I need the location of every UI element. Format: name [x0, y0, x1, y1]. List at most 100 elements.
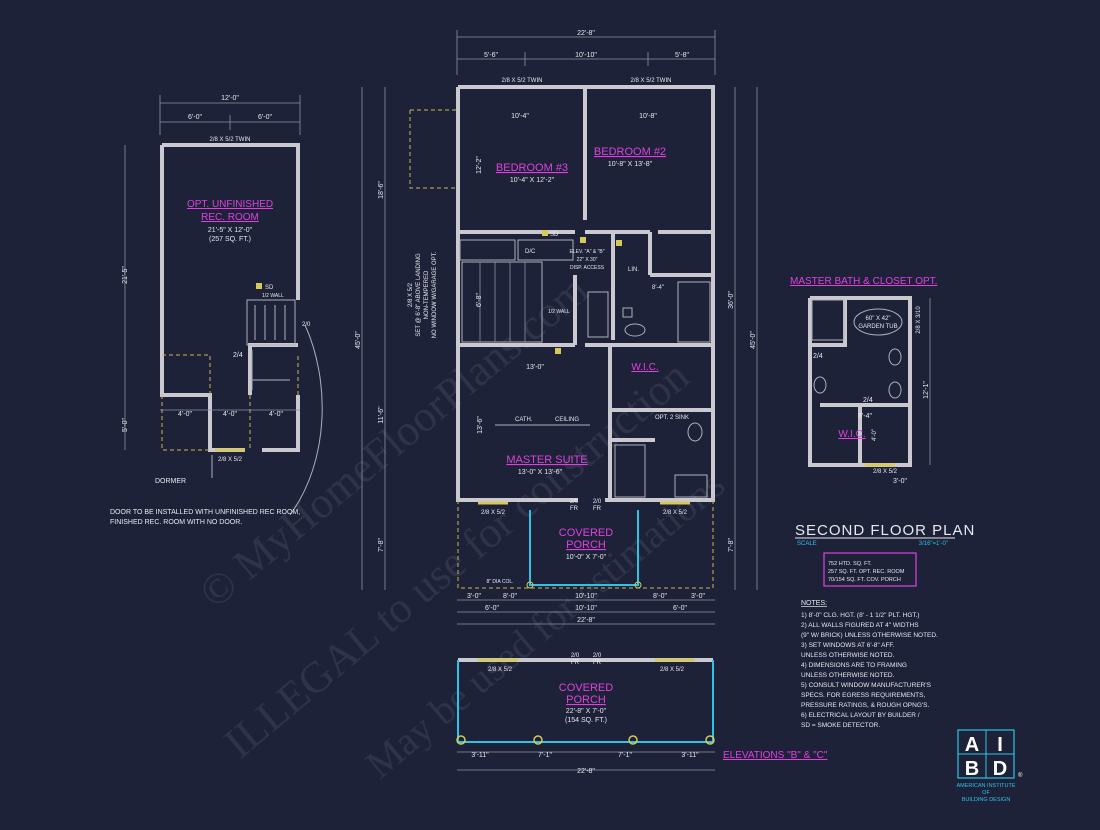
logo-letter-a: A [965, 734, 979, 756]
note-line: 4) DIMENSIONS ARE TO FRAMING [801, 662, 907, 669]
lp-fr-label-2: FR [593, 660, 602, 666]
lp-d1: 3'-11" [471, 752, 489, 759]
logo-letter-b: B [965, 758, 979, 780]
main-floor-plan: 22'-8" 5'-6" 10'-10" 5'-8" 2/8 X 5/2 TWI… [355, 30, 758, 625]
note-line: UNLESS OTHERWISE NOTED. [801, 672, 895, 679]
aibd-logo: A I B D ® AMERICAN INSTITUTE OF BUILDING… [957, 729, 1023, 803]
porch-win-right: 2/8 X 5/2 [663, 510, 688, 516]
bot-dim-f: 6'-0" [485, 605, 499, 612]
dim-6-8: 6'-8" [476, 293, 483, 307]
bath-window: 2/8 X 3/10 [916, 306, 922, 334]
bedroom-2-name: BEDROOM #2 [594, 146, 666, 158]
dim-45: 45'-0" [355, 331, 362, 349]
bath-dim-3-0: 3'-0" [893, 478, 907, 485]
dim-7-8-right: 7'-8" [728, 538, 735, 552]
logo-reg: ® [1018, 772, 1023, 779]
watermark-1: © MyHomeFloorPlans.com [190, 265, 597, 618]
rec-room-dims: 21'-5" X 12'-0" [208, 227, 253, 234]
bath-door-a: 2/4 [813, 353, 823, 360]
scale-value: 3/16"=1'-0" [919, 541, 948, 547]
lp-win-a: 2/8 X 5/2 [488, 667, 513, 673]
rec-room-title-2: REC. ROOM [201, 212, 259, 223]
title-block: SECOND FLOOR PLAN SCALE 3/16"=1'-0" 752 … [795, 522, 975, 587]
bot-dim-overall: 22'-8" [577, 617, 595, 624]
top-dim-b: 10'-10" [575, 52, 597, 59]
bot-dim-d: 8'-0" [653, 593, 667, 600]
note-line: (9" W/ BRICK) UNLESS OTHERWISE NOTED. [801, 632, 938, 639]
elev-note-2: 22" X 30" [577, 257, 598, 263]
logo-line-2: OF [982, 790, 990, 796]
win-right: 2/8 X 5/2 TWIN [631, 78, 672, 84]
dim-11-6: 11'-6" [378, 406, 385, 424]
fr-label-a: FR [570, 506, 579, 512]
master-suite-dims: 13'-0" X 13'-6" [518, 469, 563, 476]
lp-d4: 3'-11" [681, 752, 699, 759]
note-line: UNLESS OTHERWISE NOTED. [801, 652, 895, 659]
wic-label: W.I.C. [631, 362, 658, 373]
master-width: 13'-0" [526, 364, 544, 371]
note-line: SPECS. FOR EGRESS REQUIREMENTS, [801, 692, 925, 699]
master-bath-option: MASTER BATH & CLOSET OPT. 60" X 42" GARD… [790, 276, 937, 485]
stair-note-2: NON-TEMPERED [424, 270, 430, 319]
bot-dim-h: 6'-0" [673, 605, 687, 612]
logo-letter-i: I [997, 734, 1003, 756]
rec-room-title-1: OPT. UNFINISHED [187, 199, 273, 210]
win-left: 2/8 X 5/2 TWIN [502, 78, 543, 84]
bath-opt-title: MASTER BATH & CLOSET OPT. [790, 276, 937, 287]
dim-45-right: 45'-0" [750, 331, 757, 349]
ceiling-label: CEILING [555, 417, 579, 423]
area-line-3: 70/154 SQ. FT. COV. PORCH [828, 577, 901, 583]
bath-dim-8-4: 8'-4" [858, 413, 872, 420]
bot-dim-e: 3'-0" [691, 593, 705, 600]
bath-wic: W.I.C. [838, 429, 865, 440]
porch-win-left: 2/8 X 5/2 [481, 510, 506, 516]
tub-label-1: 60" X 42" [866, 316, 891, 322]
lp-fr-1: 2/0 [571, 653, 580, 659]
bot-dim-c: 10'-10" [575, 593, 597, 600]
dim-7-8: 7'-8" [378, 538, 385, 552]
note-line: 3) SET WINDOWS AT 6'-8" AFF. [801, 642, 895, 649]
rec-note-2: FINISHED REC. ROOM WITH NO DOOR. [110, 519, 242, 526]
bedroom-2-width: 10'-8" [639, 113, 657, 120]
stair-note-1: SET @ 6'-8" ABOVE LANDING [416, 253, 422, 337]
plan-title: SECOND FLOOR PLAN [795, 522, 975, 539]
fr-label-b: FR [593, 506, 602, 512]
rec-room-plan: 12'-0" 6'-0" 6'-0" 2/8 X 5/2 TWIN 21'-5"… [110, 95, 323, 526]
top-dim-overall: 22'-8" [577, 30, 595, 37]
tub-label-2: GARDEN TUB [858, 324, 897, 330]
porch-name-2: PORCH [566, 539, 606, 551]
rec-note-1: DOOR TO BE INSTALLED WITH UNFINISHED REC… [110, 509, 300, 516]
dim-overall: 12'-0" [221, 95, 239, 102]
lp-fr-2: 2/0 [593, 653, 602, 659]
elevations-label: ELEVATIONS "B" & "C" [723, 750, 828, 761]
elev-note-1: ELEV. "A" & "B" [570, 249, 605, 255]
area-line-1: 752 HTD. SQ. FT. [828, 561, 872, 567]
lower-porch-plan: 2/8 X 5/2 2/8 X 5/2 2/0 2/0 FR FR COVERE… [456, 653, 828, 775]
lp-dims: 22'-8" X 7'-0" [566, 708, 607, 715]
side-dim: 21'-5" [122, 266, 129, 284]
lp-d3: 7'-1" [618, 752, 632, 759]
note-line: 5) CONSULT WINDOW MANUFACTURER'S [801, 682, 932, 689]
sd-label: SD [550, 232, 559, 238]
door-2-4: 2/4 [233, 352, 243, 359]
area-line-2: 257 SQ. FT. OPT. REC. ROOM [828, 569, 905, 575]
lp-name-2: PORCH [566, 694, 606, 706]
stair-note-3: NO WINDOW W/GARAGE OPT. [432, 251, 438, 338]
fr-door-a: 2/0 [570, 499, 579, 505]
elev-note-3: DISP. ACCESS [570, 265, 605, 271]
logo-letter-d: D [993, 758, 1007, 780]
window-label: 2/8 X 5/2 TWIN [210, 137, 251, 143]
dim-18-6: 18'-6" [378, 181, 385, 199]
door-2-0: 2/0 [302, 322, 311, 328]
dc-label: D/C [525, 249, 536, 255]
bot-dim-a: 3'-0" [467, 593, 481, 600]
top-dim-c: 5'-8" [675, 52, 689, 59]
sink-label: OPT. 2 SINK [655, 415, 689, 421]
bot-dim-b: 4'-0" [223, 411, 237, 418]
lp-fr-label-1: FR [571, 660, 580, 666]
scale-label: SCALE [797, 541, 817, 547]
half-wall-label: 1/2 WALL [262, 293, 284, 299]
bedroom-3-dims: 10'-4" X 12'-2" [510, 177, 555, 184]
